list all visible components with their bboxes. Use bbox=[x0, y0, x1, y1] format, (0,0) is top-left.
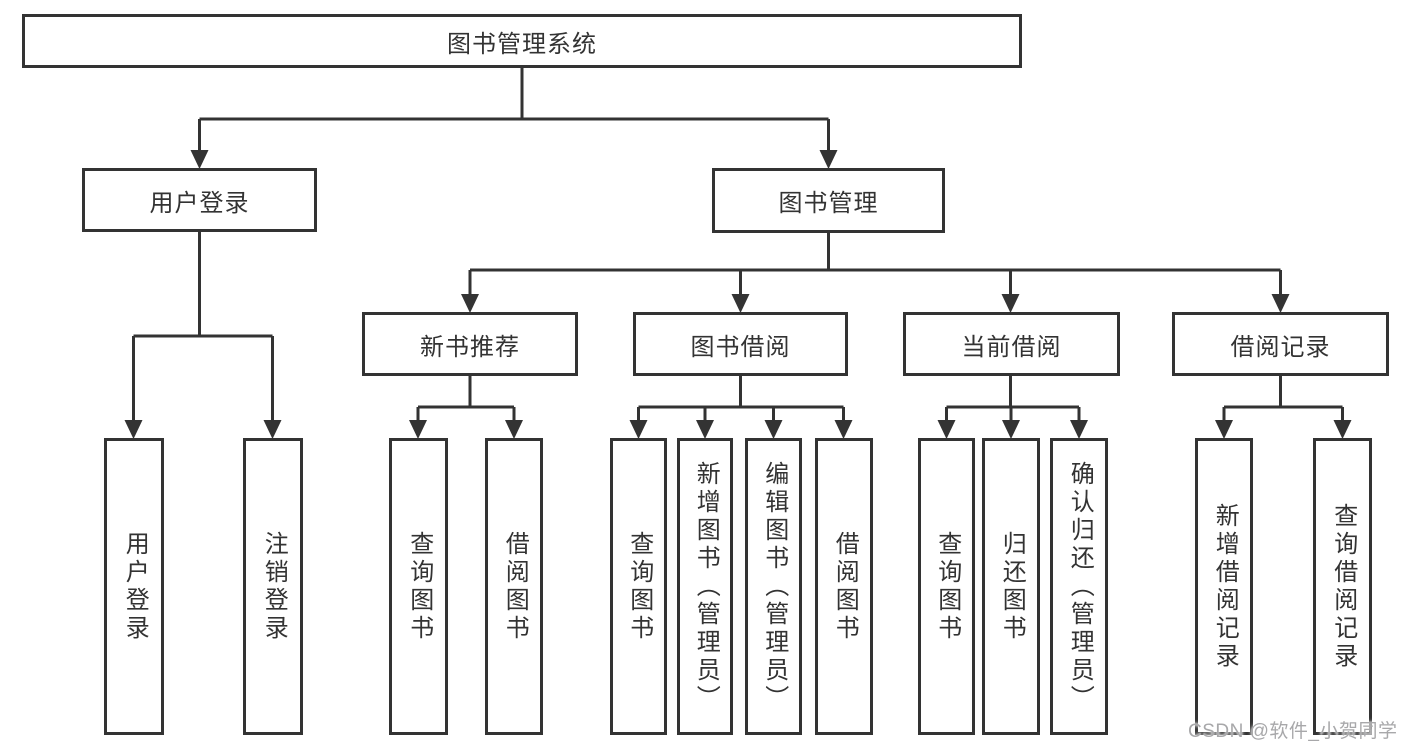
node-borrow-records-label: 借阅记录 bbox=[1230, 333, 1331, 361]
leaf-borrow-books-borrowing-label: 借阅图书 bbox=[831, 530, 859, 643]
leaf-query-books-current-label: 查询图书 bbox=[933, 530, 961, 643]
leaf-borrow-books-newbooks: 借阅图书 bbox=[485, 438, 543, 735]
leaf-query-borrow-record-label: 查询借阅记录 bbox=[1329, 502, 1357, 671]
node-book-borrowing: 图书借阅 bbox=[633, 312, 848, 376]
leaf-query-books-borrowing-label: 查询图书 bbox=[625, 530, 653, 643]
leaf-borrow-books-borrowing: 借阅图书 bbox=[815, 438, 873, 735]
node-user-login: 用户登录 bbox=[82, 168, 317, 232]
leaf-logout-label: 注销登录 bbox=[260, 530, 288, 643]
leaf-edit-book-admin-label: 编辑图书（管理员） bbox=[760, 460, 788, 713]
leaf-return-book-label: 归还图书 bbox=[998, 530, 1026, 643]
node-book-management-label: 图书管理 bbox=[778, 190, 879, 217]
leaf-query-books-newbooks: 查询图书 bbox=[389, 438, 448, 735]
leaf-add-borrow-record: 新增借阅记录 bbox=[1195, 438, 1253, 735]
leaf-user-login: 用户登录 bbox=[104, 438, 164, 735]
leaf-user-login-label: 用户登录 bbox=[121, 530, 149, 643]
node-user-login-label: 用户登录 bbox=[149, 189, 250, 217]
leaf-add-book-admin-label: 新增图书（管理员） bbox=[692, 460, 720, 713]
node-book-management: 图书管理 bbox=[712, 168, 945, 233]
leaf-return-book: 归还图书 bbox=[982, 438, 1040, 735]
leaf-query-books-newbooks-label: 查询图书 bbox=[405, 530, 433, 643]
csdn-watermark: CSDN @软件_小贺同学 bbox=[1188, 721, 1398, 742]
leaf-confirm-return-admin: 确认归还（管理员） bbox=[1050, 438, 1108, 735]
leaf-add-book-admin: 新增图书（管理员） bbox=[677, 438, 733, 735]
node-borrow-records: 借阅记录 bbox=[1172, 312, 1389, 376]
node-new-book-recommend-label: 新书推荐 bbox=[420, 333, 520, 361]
leaf-edit-book-admin: 编辑图书（管理员） bbox=[745, 438, 802, 735]
node-root-label: 图书管理系统 bbox=[447, 30, 597, 58]
node-book-borrowing-label: 图书借阅 bbox=[690, 333, 791, 361]
node-current-borrowing: 当前借阅 bbox=[903, 312, 1120, 376]
node-root-system: 图书管理系统 bbox=[22, 14, 1022, 68]
leaf-query-borrow-record: 查询借阅记录 bbox=[1313, 438, 1372, 735]
leaf-add-borrow-record-label: 新增借阅记录 bbox=[1211, 502, 1239, 671]
leaf-logout: 注销登录 bbox=[243, 438, 303, 735]
leaf-query-books-current: 查询图书 bbox=[918, 438, 975, 735]
node-current-borrowing-label: 当前借阅 bbox=[961, 333, 1062, 361]
node-new-book-recommend: 新书推荐 bbox=[362, 312, 578, 376]
leaf-confirm-return-admin-label: 确认归还（管理员） bbox=[1066, 460, 1094, 713]
leaf-query-books-borrowing: 查询图书 bbox=[610, 438, 667, 735]
leaf-borrow-books-newbooks-label: 借阅图书 bbox=[501, 530, 529, 643]
